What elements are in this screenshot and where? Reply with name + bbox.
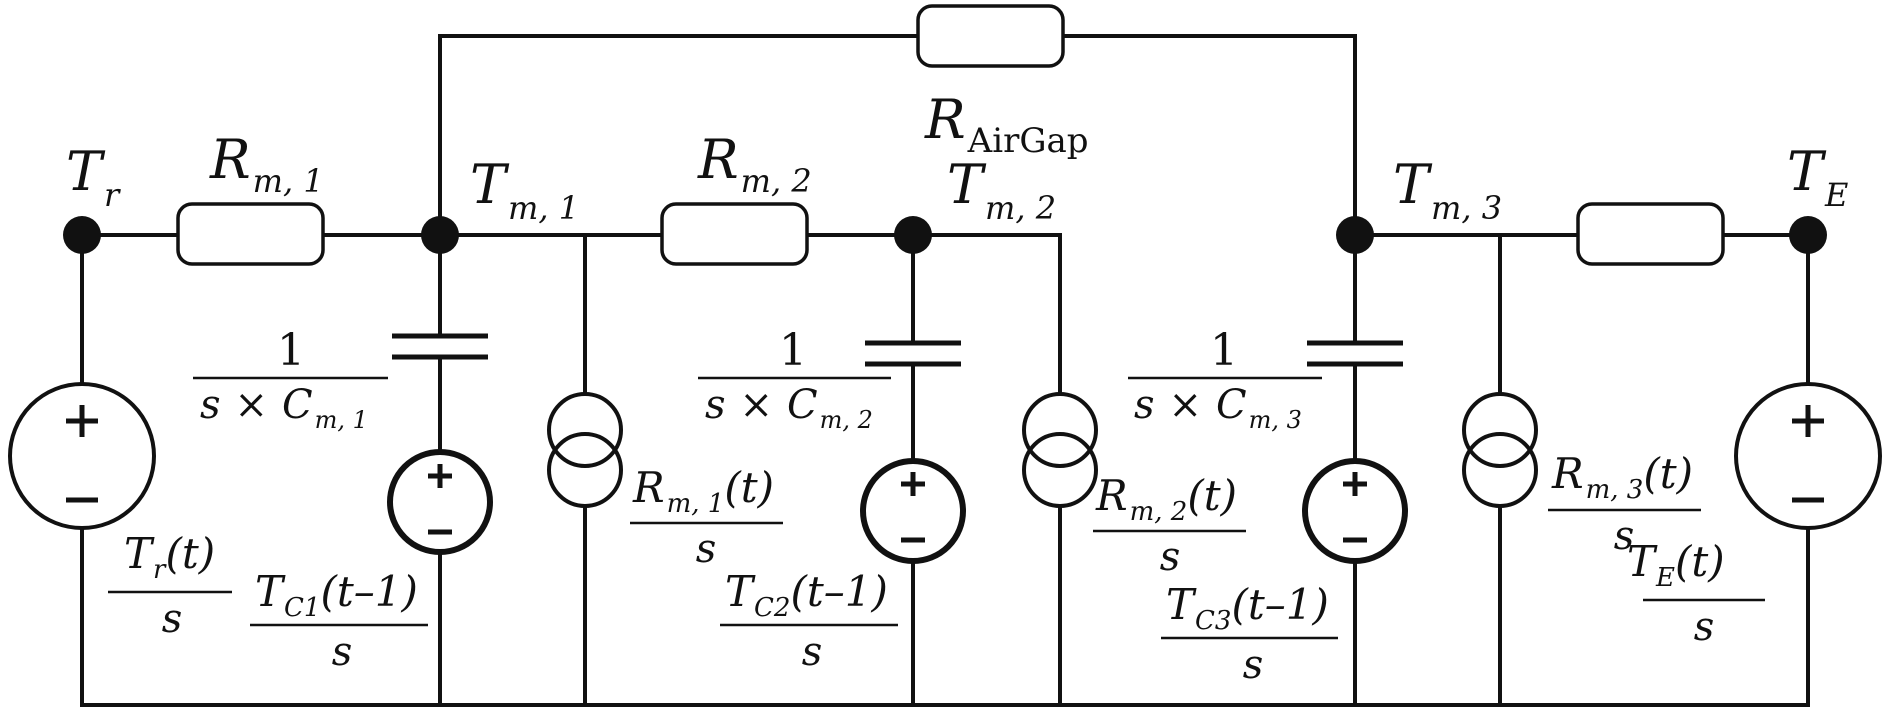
svg-text:s: s (1614, 513, 1635, 559)
svg-text:s: s (332, 629, 353, 675)
node-tm1 (421, 216, 459, 254)
label-c3: 1 s×Cm, 3 (1128, 325, 1322, 434)
svg-text:s×Cm, 3: s×Cm, 3 (1134, 382, 1302, 434)
node-tm2 (894, 216, 932, 254)
label-vc1: TC1(t–1) s (250, 567, 428, 675)
svg-text:TE(t): TE(t) (1627, 537, 1725, 593)
svg-text:TC3(t–1): TC3(t–1) (1166, 580, 1329, 636)
label-i2: Rm, 2(t) s (1093, 471, 1246, 580)
svg-text:s: s (696, 526, 717, 572)
svg-text:TC1(t–1): TC1(t–1) (255, 567, 418, 623)
label-tm2: Tm, 2 (947, 153, 1056, 227)
label-c2: 1 s×Cm, 2 (698, 325, 891, 434)
svg-text:1: 1 (1210, 325, 1238, 376)
svg-text:1: 1 (277, 325, 305, 376)
svg-text:s: s (1160, 534, 1181, 580)
label-vr: Tr(t) s (108, 529, 232, 642)
svg-text:Rm, 2(t): Rm, 2(t) (1095, 471, 1237, 527)
label-te: TE (1787, 140, 1848, 214)
label-vc3: TC3(t–1) s (1161, 580, 1338, 688)
svg-text:s: s (1694, 604, 1715, 650)
current-source-i2 (1022, 392, 1098, 508)
capacitor-c2 (863, 340, 963, 367)
resistor-airgap (916, 4, 1065, 68)
label-c1: 1 s×Cm, 1 (193, 325, 388, 434)
capacitor-c1 (390, 333, 490, 360)
current-source-i3 (1462, 392, 1538, 508)
svg-text:s: s (1243, 642, 1264, 688)
resistor-rm3 (1576, 202, 1725, 266)
node-te (1789, 216, 1827, 254)
label-i3: Rm, 3(t) s (1548, 449, 1701, 559)
svg-text:s×Cm, 1: s×Cm, 1 (200, 382, 368, 434)
label-rairgap: RAirGap (924, 88, 1089, 161)
node-tm3 (1336, 216, 1374, 254)
node-tr (63, 216, 101, 254)
label-vc2: TC2(t–1) s (720, 567, 898, 675)
resistor-rm1 (176, 202, 325, 266)
label-tm3: Tm, 3 (1393, 153, 1502, 227)
capacitor-c3 (1305, 340, 1405, 367)
voltage-source-tc1 (387, 449, 493, 555)
current-source-i1 (547, 392, 623, 508)
svg-text:s×Cm, 2: s×Cm, 2 (705, 382, 873, 434)
voltage-source-te (1734, 382, 1882, 530)
label-tm1: Tm, 1 (470, 153, 579, 227)
label-tr: Tr (66, 140, 121, 214)
svg-text:s: s (162, 596, 183, 642)
svg-text:Rm, 3(t): Rm, 3(t) (1551, 449, 1693, 505)
label-rm1: Rm, 1 (209, 128, 324, 200)
svg-text:Tr(t): Tr(t) (124, 529, 215, 585)
voltage-source-tr (8, 382, 156, 530)
voltage-source-tc3 (1302, 458, 1408, 564)
svg-text:1: 1 (779, 325, 807, 376)
label-rm2: Rm, 2 (697, 128, 812, 200)
svg-text:TC2(t–1): TC2(t–1) (725, 567, 888, 623)
resistor-rm2 (660, 202, 809, 266)
label-i1: Rm, 1(t) s (630, 463, 783, 572)
label-ve: TE(t) s (1627, 537, 1765, 650)
svg-text:s: s (802, 629, 823, 675)
voltage-source-tc2 (860, 458, 966, 564)
svg-text:Rm, 1(t): Rm, 1(t) (632, 463, 774, 519)
